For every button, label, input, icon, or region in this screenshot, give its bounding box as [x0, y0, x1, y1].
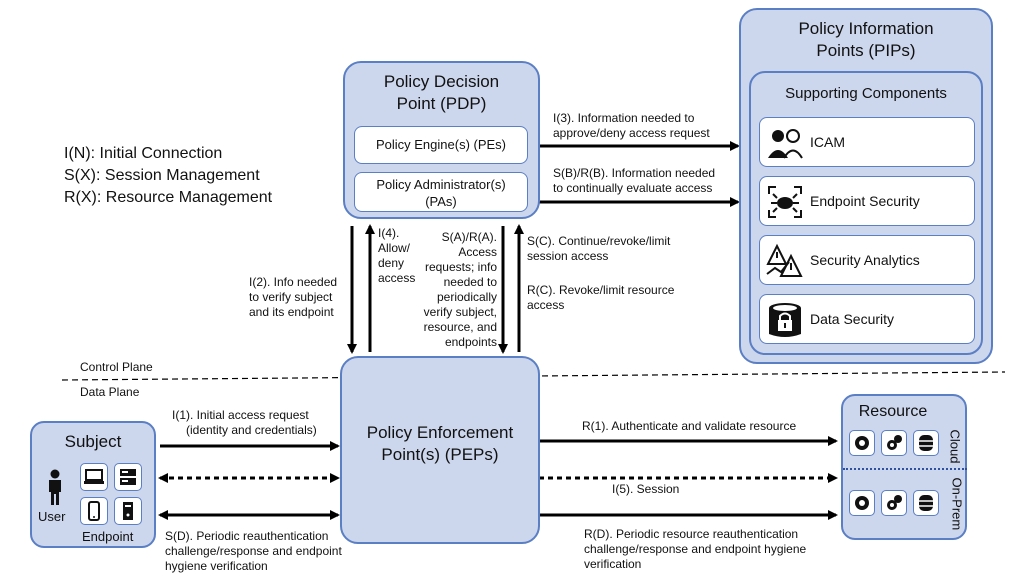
flow-sbrb-label: S(B)/R(B). Information needed to continu… — [553, 166, 716, 195]
server-device — [114, 463, 142, 491]
onprem-db-tile — [913, 490, 939, 516]
policy-engine-box: Policy Engine(s) (PEs) — [354, 126, 528, 164]
resource-title: Resource — [858, 403, 928, 420]
pip-box: Policy Information Points (PIPs) Support… — [739, 8, 993, 364]
flow-rc-label: R(C). Revoke/limit resource access — [527, 283, 675, 312]
laptop-device — [80, 463, 108, 491]
resource-box: Resource Cloud On-Prem — [841, 394, 967, 540]
legend-session: S(X): Session Management — [64, 167, 260, 184]
policy-admin-box: Policy Administrator(s) (PAs) — [354, 172, 528, 212]
pep-box: Policy Enforcement Point(s) (PEPs) — [340, 356, 540, 544]
onprem-gear-tile — [881, 490, 907, 516]
tablet-device — [114, 497, 142, 525]
pip-title: Policy Information Points (PIPs) — [798, 19, 934, 60]
flow-i1-label: I(1). Initial access request (identity a… — [172, 408, 317, 437]
cloud-onprem-divider — [843, 468, 967, 470]
supporting-components-box: Supporting Components ICAM Endpoint Secu… — [749, 71, 983, 355]
subject-title: Subject — [64, 432, 122, 451]
icam-component: ICAM — [759, 117, 975, 167]
cloud-label: Cloud — [947, 429, 963, 464]
flow-sc-label: S(C). Continue/revoke/limit session acce… — [527, 234, 671, 263]
onprem-app-icon — [855, 496, 869, 510]
endpoint-security-label: Endpoint Security — [810, 193, 920, 209]
flow-i5-label: I(5). Session — [612, 482, 680, 496]
policy-engine-label: Policy Engine(s) (PEs) — [375, 137, 507, 152]
endpoint-security-icon — [768, 186, 802, 218]
flow-rd-label: R(D). Periodic resource reauthentication… — [584, 527, 807, 571]
onprem-app-tile — [849, 490, 875, 516]
control-plane-label: Control Plane — [80, 360, 153, 374]
data-security-label: Data Security — [810, 311, 895, 327]
user-label: User — [38, 509, 66, 524]
flow-i3-label: I(3). Information needed to approve/deny… — [553, 111, 710, 140]
cloud-app-tile — [849, 430, 875, 456]
endpoint-security-component: Endpoint Security — [759, 176, 975, 226]
cloud-gear-icon — [887, 435, 902, 450]
data-security-component: Data Security — [759, 294, 975, 344]
security-analytics-component: Security Analytics — [759, 235, 975, 285]
server-icon — [120, 469, 136, 485]
data-plane-label: Data Plane — [80, 385, 140, 399]
onprem-label: On-Prem — [949, 477, 965, 531]
icam-icon — [768, 129, 803, 159]
phone-icon — [88, 501, 100, 521]
desktop-tower-icon — [123, 502, 133, 520]
user-icon — [49, 469, 61, 505]
pep-title: Policy Enforcement Point(s) (PEPs) — [366, 423, 514, 464]
data-security-icon — [769, 303, 801, 337]
pdp-title: Policy Decision Point (PDP) — [383, 72, 500, 113]
laptop-icon — [84, 469, 104, 484]
subject-box: Subject User Endpoint — [30, 421, 156, 548]
cloud-app-icon — [855, 436, 869, 450]
pdp-box: Policy Decision Point (PDP) Policy Engin… — [343, 61, 540, 219]
legend-resource: R(X): Resource Management — [64, 189, 273, 206]
cloud-database-icon — [919, 435, 933, 451]
icam-label: ICAM — [810, 134, 845, 150]
policy-admin-label: Policy Administrator(s) (PAs) — [376, 177, 506, 209]
phone-device — [80, 497, 108, 525]
flow-i4-label: I(4). Allow/ deny access — [378, 226, 416, 285]
legend-initial: I(N): Initial Connection — [64, 145, 223, 162]
security-analytics-icon — [766, 243, 803, 277]
flow-r1-label: R(1). Authenticate and validate resource — [582, 419, 797, 433]
cloud-db-tile — [913, 430, 939, 456]
onprem-database-icon — [919, 495, 933, 511]
cloud-gear-tile — [881, 430, 907, 456]
flow-sara-label: S(A)/R(A). Access requests; info needed … — [423, 230, 497, 349]
onprem-gear-icon — [887, 495, 902, 510]
flow-sd-label: S(D). Periodic reauthentication challeng… — [165, 529, 342, 573]
legend: I(N): Initial Connection S(X): Session M… — [64, 143, 272, 209]
supporting-components-title: Supporting Components — [785, 85, 947, 102]
endpoint-label: Endpoint — [82, 529, 134, 544]
flow-i2-label: I(2). Info needed to verify subject and … — [249, 275, 338, 319]
security-analytics-label: Security Analytics — [810, 252, 920, 268]
